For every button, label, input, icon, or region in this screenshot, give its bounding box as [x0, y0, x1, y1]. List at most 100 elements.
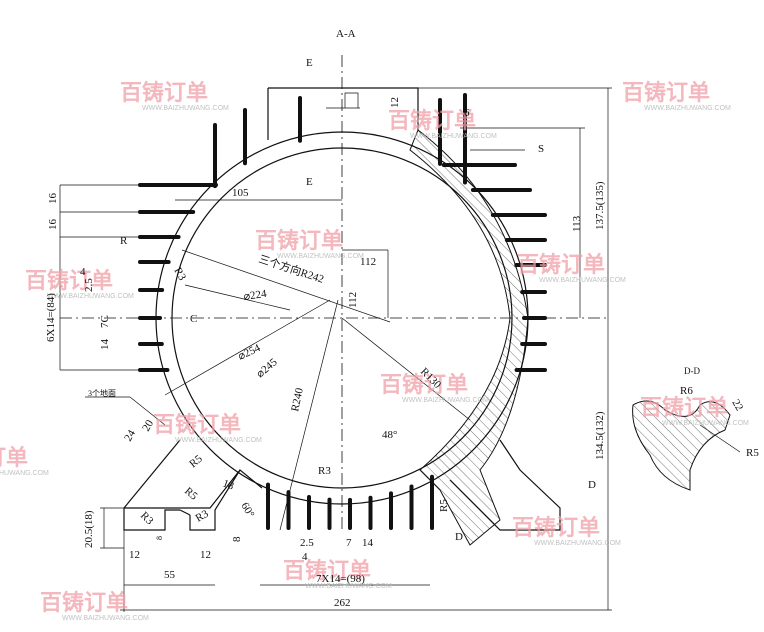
- svg-text:百铸订单: 百铸订单: [153, 412, 241, 438]
- svg-text:百铸订单: 百铸订单: [380, 372, 468, 398]
- dim-18: 18: [221, 478, 236, 493]
- housing-geometry: [59, 55, 741, 612]
- svg-text:WWW.BAIZHUWANG.COM: WWW.BAIZHUWANG.COM: [305, 583, 392, 590]
- dim-8: 8: [231, 536, 243, 542]
- diameter-245: ⌀245: [254, 356, 280, 380]
- fins-bottom-spec: 7X14=(98): [316, 573, 365, 585]
- radius-r240: R240: [289, 386, 306, 412]
- radius-r5: R5: [438, 499, 450, 512]
- diameter-224: ⌀224: [243, 288, 268, 303]
- section-title: A-A: [336, 28, 356, 40]
- radius-r5: R5: [187, 453, 205, 471]
- dim-4: 4: [80, 266, 86, 278]
- svg-text:WWW.BAIZHUWANG.COM: WWW.BAIZHUWANG.COM: [534, 540, 621, 547]
- dim-7c: 7C: [99, 315, 111, 328]
- svg-text:WWW.BAIZHUWANG.COM: WWW.BAIZHUWANG.COM: [539, 277, 626, 284]
- dim-2-5: 2.5: [83, 278, 95, 292]
- svg-text:WWW.BAIZHUWANG.COM: WWW.BAIZHUWANG.COM: [644, 105, 731, 112]
- dim-12: 12: [129, 549, 140, 561]
- detail-dd-title: D-D: [684, 366, 700, 376]
- radius-r3: R3: [138, 510, 156, 528]
- svg-text:百铸订单: 百铸订单: [512, 515, 600, 541]
- svg-text:WWW.BAIZHUWANG.COM: WWW.BAIZHUWANG.COM: [47, 293, 134, 300]
- dim-24: 24: [122, 428, 138, 444]
- svg-text:WWW.BAIZHUWANG.COM: WWW.BAIZHUWANG.COM: [410, 133, 497, 140]
- dim-112-vertical: 112: [347, 292, 359, 308]
- svg-text:百铸订单: 百铸订单: [120, 80, 208, 106]
- svg-text:百铸订单: 百铸订单: [283, 558, 371, 584]
- radius-r5: R5: [182, 485, 200, 503]
- diameter-254: ⌀254: [236, 342, 262, 363]
- svg-text:WWW.BAIZHUWANG.COM: WWW.BAIZHUWANG.COM: [277, 253, 364, 260]
- radius-r: R: [120, 235, 128, 247]
- section-marker-d: D: [455, 531, 463, 543]
- dim-2-5: 2.5: [300, 537, 314, 549]
- dim-134-5: 134.5(132): [594, 411, 606, 460]
- svg-text:百铸订单: 百铸订单: [388, 108, 476, 134]
- section-marker-e: E: [306, 57, 313, 69]
- dim-137-5: 137.5(135): [594, 181, 606, 230]
- radius-r3: R3: [318, 465, 331, 477]
- svg-text:WWW.BAIZHUWANG.COM: WWW.BAIZHUWANG.COM: [175, 437, 262, 444]
- svg-text:WWW.BAIZHUWANG.COM: WWW.BAIZHUWANG.COM: [662, 420, 749, 427]
- svg-text:百铸订单: 百铸订单: [40, 590, 128, 616]
- right-foot: [449, 439, 561, 531]
- svg-text:WWW.BAIZHUWANG.COM: WWW.BAIZHUWANG.COM: [0, 470, 49, 477]
- svg-text:百铸订单: 百铸订单: [517, 252, 605, 278]
- svg-text:WWW.BAIZHUWANG.COM: WWW.BAIZHUWANG.COM: [402, 397, 489, 404]
- dim-6: 6: [464, 107, 470, 119]
- cooling-fins: [138, 93, 547, 530]
- svg-text:百铸订单: 百铸订单: [622, 80, 710, 106]
- hatched-section-right: [409, 129, 529, 546]
- left-foot: [123, 439, 263, 531]
- detail-dd-22: 22: [729, 398, 745, 414]
- detail-dd-section: [632, 400, 731, 491]
- dim-8-small: 8: [155, 536, 164, 540]
- radius-r3: R3: [171, 266, 188, 284]
- dim-14: 14: [362, 537, 374, 549]
- section-marker-d: D: [588, 479, 596, 491]
- dim-20-5: 20.5(18): [83, 510, 95, 548]
- angle-60: 60°: [238, 501, 256, 520]
- radius-r3: R3: [194, 508, 212, 525]
- dim-262: 262: [334, 597, 351, 609]
- angle-48: 48°: [382, 429, 397, 441]
- dim-113: 113: [571, 215, 583, 232]
- section-marker-s: S: [538, 143, 544, 155]
- svg-text:百铸订单: 百铸订单: [25, 268, 113, 294]
- dim-112: 112: [360, 256, 376, 268]
- dim-55: 55: [164, 569, 176, 581]
- detail-dd-r6: R6: [680, 385, 693, 397]
- svg-text:百铸订单: 百铸订单: [640, 395, 728, 421]
- dim-4: 4: [302, 551, 308, 563]
- dim-12: 12: [389, 97, 401, 108]
- dim-14: 14: [99, 339, 111, 351]
- dim-16: 16: [47, 193, 59, 205]
- detail-dd-r5: R5: [746, 447, 759, 459]
- fins-left-spec: 6X14=(84): [45, 293, 57, 342]
- dim-16: 16: [47, 219, 59, 231]
- terminal-box-detail: [326, 92, 360, 109]
- svg-text:百铸订单: 百铸订单: [255, 228, 343, 254]
- dimension-lines: [59, 87, 741, 612]
- note-3-faces: 3个地面: [88, 388, 116, 398]
- dim-105: 105: [232, 187, 249, 199]
- svg-text:WWW.BAIZHUWANG.COM: WWW.BAIZHUWANG.COM: [62, 615, 149, 622]
- section-marker-e: E: [306, 176, 313, 188]
- dim-12: 12: [200, 549, 211, 561]
- svg-text:WWW.BAIZHUWANG.COM: WWW.BAIZHUWANG.COM: [142, 105, 229, 112]
- svg-text:百铸订单: 百铸订单: [0, 445, 28, 471]
